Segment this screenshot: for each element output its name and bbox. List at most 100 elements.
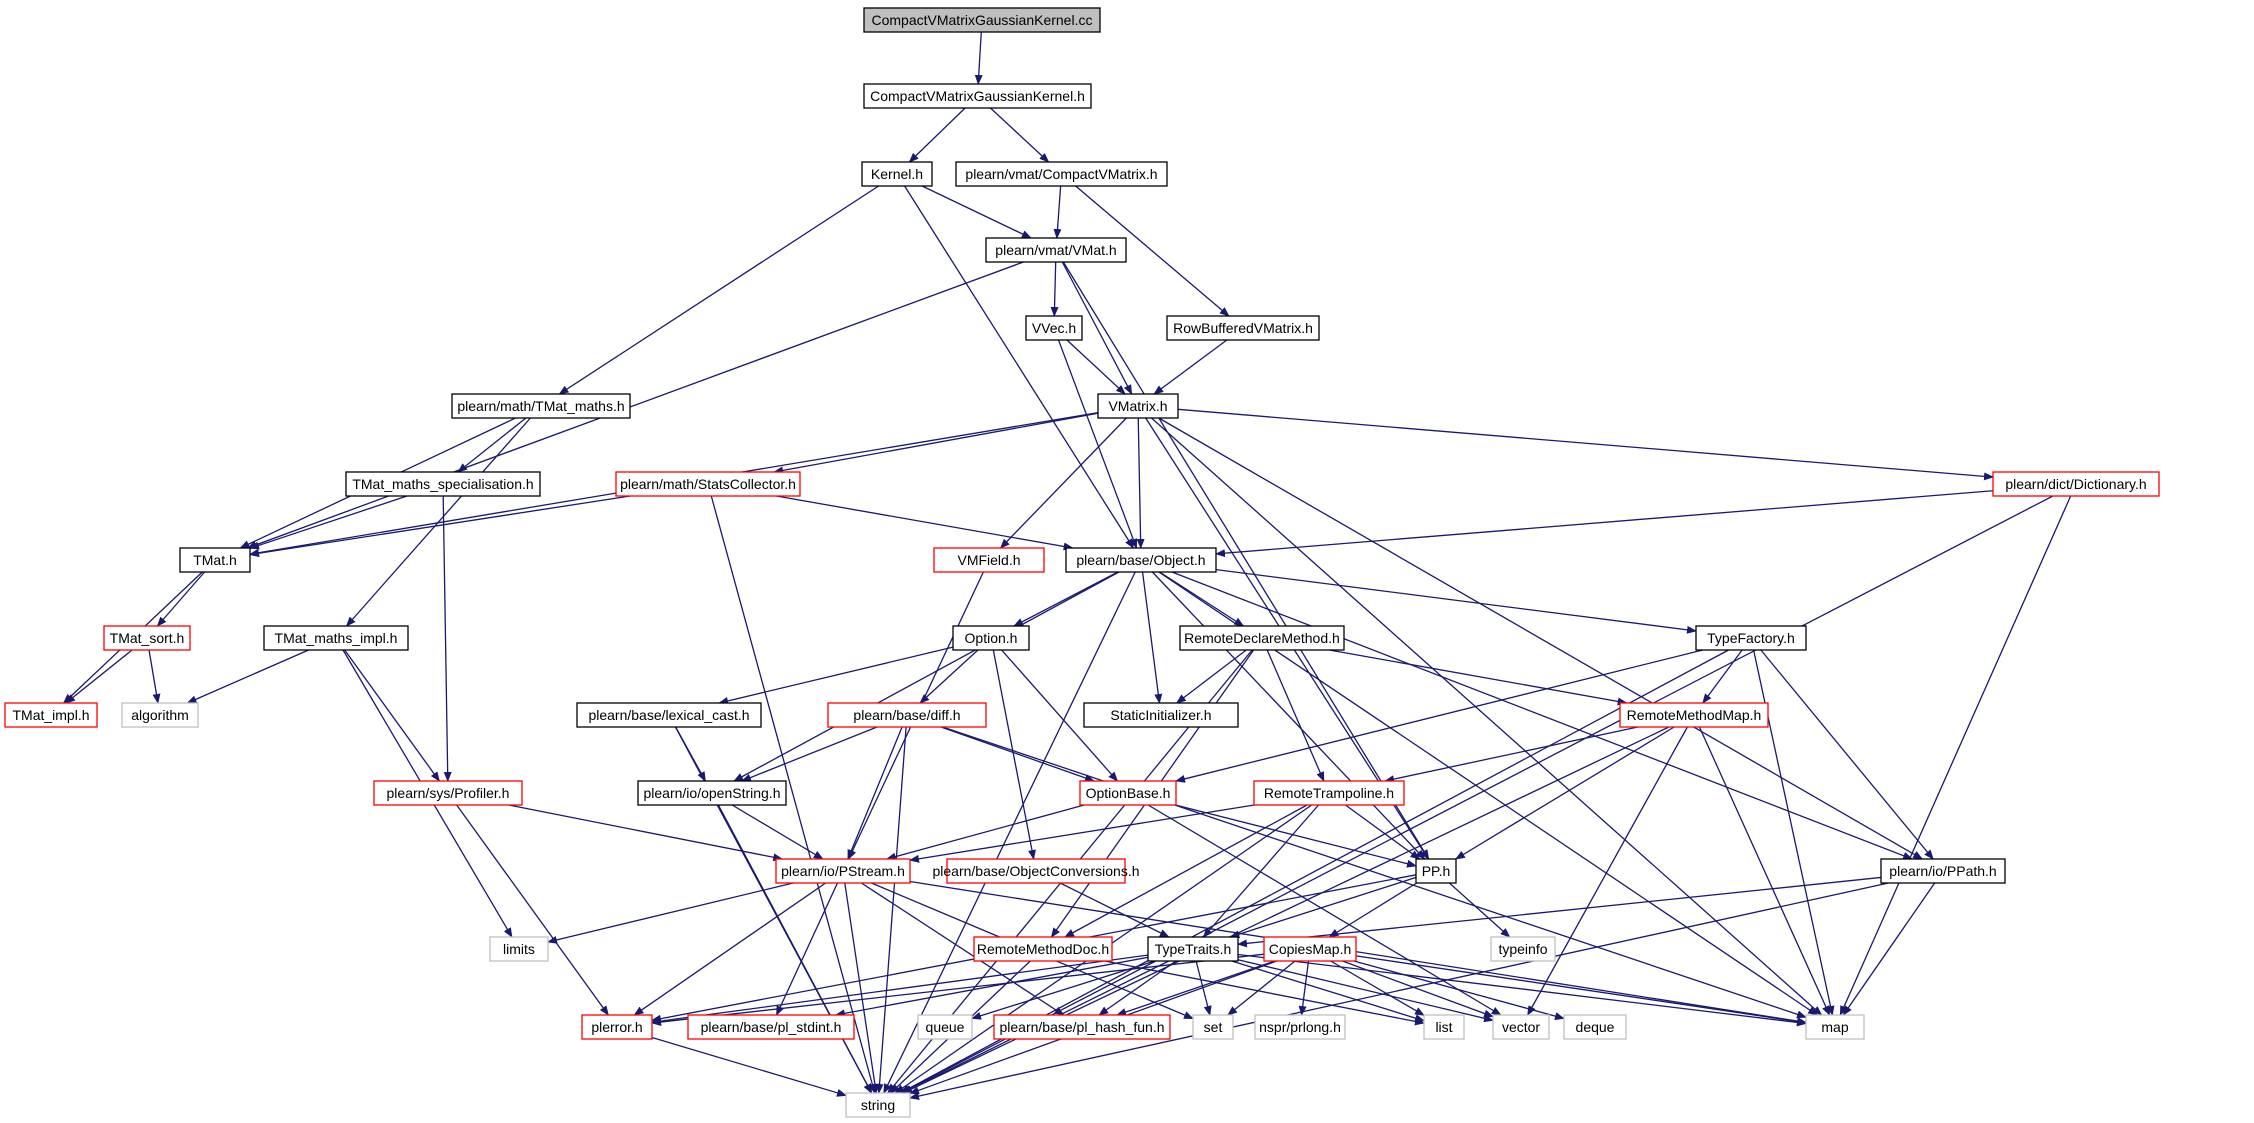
node-remotemethoddoc-h[interactable]: RemoteMethodDoc.h	[973, 936, 1113, 962]
node-box[interactable]	[1423, 1014, 1465, 1040]
node-box[interactable]	[345, 471, 541, 497]
node-typefactory-h[interactable]: TypeFactory.h	[1695, 625, 1807, 651]
node-vvec-h[interactable]: VVec.h	[1025, 315, 1083, 341]
node-pp-h[interactable]: PP.h	[1415, 858, 1457, 884]
node-map[interactable]: map	[1805, 1014, 1865, 1040]
node-kernel-h[interactable]: Kernel.h	[861, 161, 933, 187]
node-box[interactable]	[1490, 936, 1556, 962]
node-vector[interactable]: vector	[1492, 1014, 1550, 1040]
node-box[interactable]	[687, 1014, 855, 1040]
node-compactvmatrixgaussiankernel-h[interactable]: CompactVMatrixGaussianKernel.h	[863, 83, 1092, 109]
node-box[interactable]	[993, 1014, 1171, 1040]
node-box[interactable]	[1179, 625, 1345, 651]
node-box[interactable]	[985, 237, 1127, 263]
node-box[interactable]	[581, 1014, 653, 1040]
node-tmat-h[interactable]: TMat.h	[179, 547, 251, 573]
node-staticinitializer-h[interactable]: StaticInitializer.h	[1083, 702, 1239, 728]
node-plearn-base-pl-stdint-h[interactable]: plearn/base/pl_stdint.h	[687, 1014, 855, 1040]
node-box[interactable]	[1254, 1014, 1346, 1040]
node-remotedeclaremethod-h[interactable]: RemoteDeclareMethod.h	[1179, 625, 1345, 651]
node-box[interactable]	[1253, 780, 1405, 806]
node-box[interactable]	[863, 7, 1101, 33]
node-box[interactable]	[1065, 547, 1217, 573]
node-optionbase-h[interactable]: OptionBase.h	[1079, 780, 1177, 806]
node-plearn-vmat-vmat-h[interactable]: plearn/vmat/VMat.h	[985, 237, 1127, 263]
node-box[interactable]	[955, 161, 1168, 187]
node-box[interactable]	[1083, 702, 1239, 728]
node-typetraits-h[interactable]: TypeTraits.h	[1147, 936, 1239, 962]
node-box[interactable]	[973, 936, 1113, 962]
node-plearn-io-openstring-h[interactable]: plearn/io/openString.h	[637, 780, 787, 806]
node-box[interactable]	[952, 625, 1030, 651]
node-plearn-math-statscollector-h[interactable]: plearn/math/StatsCollector.h	[615, 471, 801, 497]
node-tmat-impl-h[interactable]: TMat_impl.h	[4, 702, 98, 728]
node-box[interactable]	[4, 702, 98, 728]
node-box[interactable]	[489, 936, 549, 962]
node-box[interactable]	[1025, 315, 1083, 341]
node-box[interactable]	[179, 547, 251, 573]
node-box[interactable]	[1079, 780, 1177, 806]
node-vmfield-h[interactable]: VMField.h	[933, 547, 1045, 573]
node-plearn-io-pstream-h[interactable]: plearn/io/PStream.h	[775, 858, 911, 884]
node-deque[interactable]: deque	[1563, 1014, 1627, 1040]
node-plearn-base-objectconversions-h[interactable]: plearn/base/ObjectConversions.h	[932, 858, 1140, 884]
node-rowbufferedvmatrix-h[interactable]: RowBufferedVMatrix.h	[1166, 315, 1320, 341]
node-box[interactable]	[1695, 625, 1807, 651]
node-plearn-io-ppath-h[interactable]: plearn/io/PPath.h	[1880, 858, 2006, 884]
node-plearn-base-diff-h[interactable]: plearn/base/diff.h	[827, 702, 987, 728]
node-box[interactable]	[1563, 1014, 1627, 1040]
node-box[interactable]	[1880, 858, 2006, 884]
node-box[interactable]	[637, 780, 787, 806]
node-limits[interactable]: limits	[489, 936, 549, 962]
node-typeinfo[interactable]: typeinfo	[1490, 936, 1556, 962]
node-box[interactable]	[373, 780, 523, 806]
node-box[interactable]	[1192, 1014, 1234, 1040]
node-box[interactable]	[263, 625, 409, 651]
node-string[interactable]: string	[845, 1092, 911, 1118]
node-box[interactable]	[917, 1014, 973, 1040]
node-box[interactable]	[1805, 1014, 1865, 1040]
node-plearn-vmat-compactvmatrix-h[interactable]: plearn/vmat/CompactVMatrix.h	[955, 161, 1168, 187]
node-box[interactable]	[576, 702, 762, 728]
node-box[interactable]	[451, 393, 631, 419]
node-set[interactable]: set	[1192, 1014, 1234, 1040]
node-box[interactable]	[827, 702, 987, 728]
node-box[interactable]	[861, 161, 933, 187]
node-box[interactable]	[615, 471, 801, 497]
node-box[interactable]	[103, 625, 191, 651]
node-box[interactable]	[1492, 1014, 1550, 1040]
node-box[interactable]	[933, 547, 1045, 573]
node-copiesmap-h[interactable]: CopiesMap.h	[1263, 936, 1357, 962]
node-plearn-base-lexical-cast-h[interactable]: plearn/base/lexical_cast.h	[576, 702, 762, 728]
node-box[interactable]	[1097, 393, 1179, 419]
node-remotetrampoline-h[interactable]: RemoteTrampoline.h	[1253, 780, 1405, 806]
node-tmat-maths-impl-h[interactable]: TMat_maths_impl.h	[263, 625, 409, 651]
node-box[interactable]	[845, 1092, 911, 1118]
node-queue[interactable]: queue	[917, 1014, 973, 1040]
node-vmatrix-h[interactable]: VMatrix.h	[1097, 393, 1179, 419]
node-plearn-base-pl-hash-fun-h[interactable]: plearn/base/pl_hash_fun.h	[993, 1014, 1171, 1040]
node-plearn-dict-dictionary-h[interactable]: plearn/dict/Dictionary.h	[1992, 471, 2160, 497]
node-box[interactable]	[775, 858, 911, 884]
node-box[interactable]	[863, 83, 1092, 109]
node-box[interactable]	[1619, 702, 1769, 728]
node-box[interactable]	[1147, 936, 1239, 962]
node-box[interactable]	[1263, 936, 1357, 962]
node-nspr-prlong-h[interactable]: nspr/prlong.h	[1254, 1014, 1346, 1040]
node-option-h[interactable]: Option.h	[952, 625, 1030, 651]
node-box[interactable]	[121, 702, 199, 728]
node-algorithm[interactable]: algorithm	[121, 702, 199, 728]
node-compactvmatrixgaussiankernel-cc[interactable]: CompactVMatrixGaussianKernel.cc	[863, 7, 1101, 33]
node-remotemethodmap-h[interactable]: RemoteMethodMap.h	[1619, 702, 1769, 728]
node-box[interactable]	[946, 858, 1126, 884]
node-plearn-sys-profiler-h[interactable]: plearn/sys/Profiler.h	[373, 780, 523, 806]
node-list[interactable]: list	[1423, 1014, 1465, 1040]
node-tmat-sort-h[interactable]: TMat_sort.h	[103, 625, 191, 651]
node-plearn-base-object-h[interactable]: plearn/base/Object.h	[1065, 547, 1217, 573]
node-plearn-math-tmat-maths-h[interactable]: plearn/math/TMat_maths.h	[451, 393, 631, 419]
node-box[interactable]	[1415, 858, 1457, 884]
node-box[interactable]	[1992, 471, 2160, 497]
node-tmat-maths-specialisation-h[interactable]: TMat_maths_specialisation.h	[345, 471, 541, 497]
node-box[interactable]	[1166, 315, 1320, 341]
node-plerror-h[interactable]: plerror.h	[581, 1014, 653, 1040]
